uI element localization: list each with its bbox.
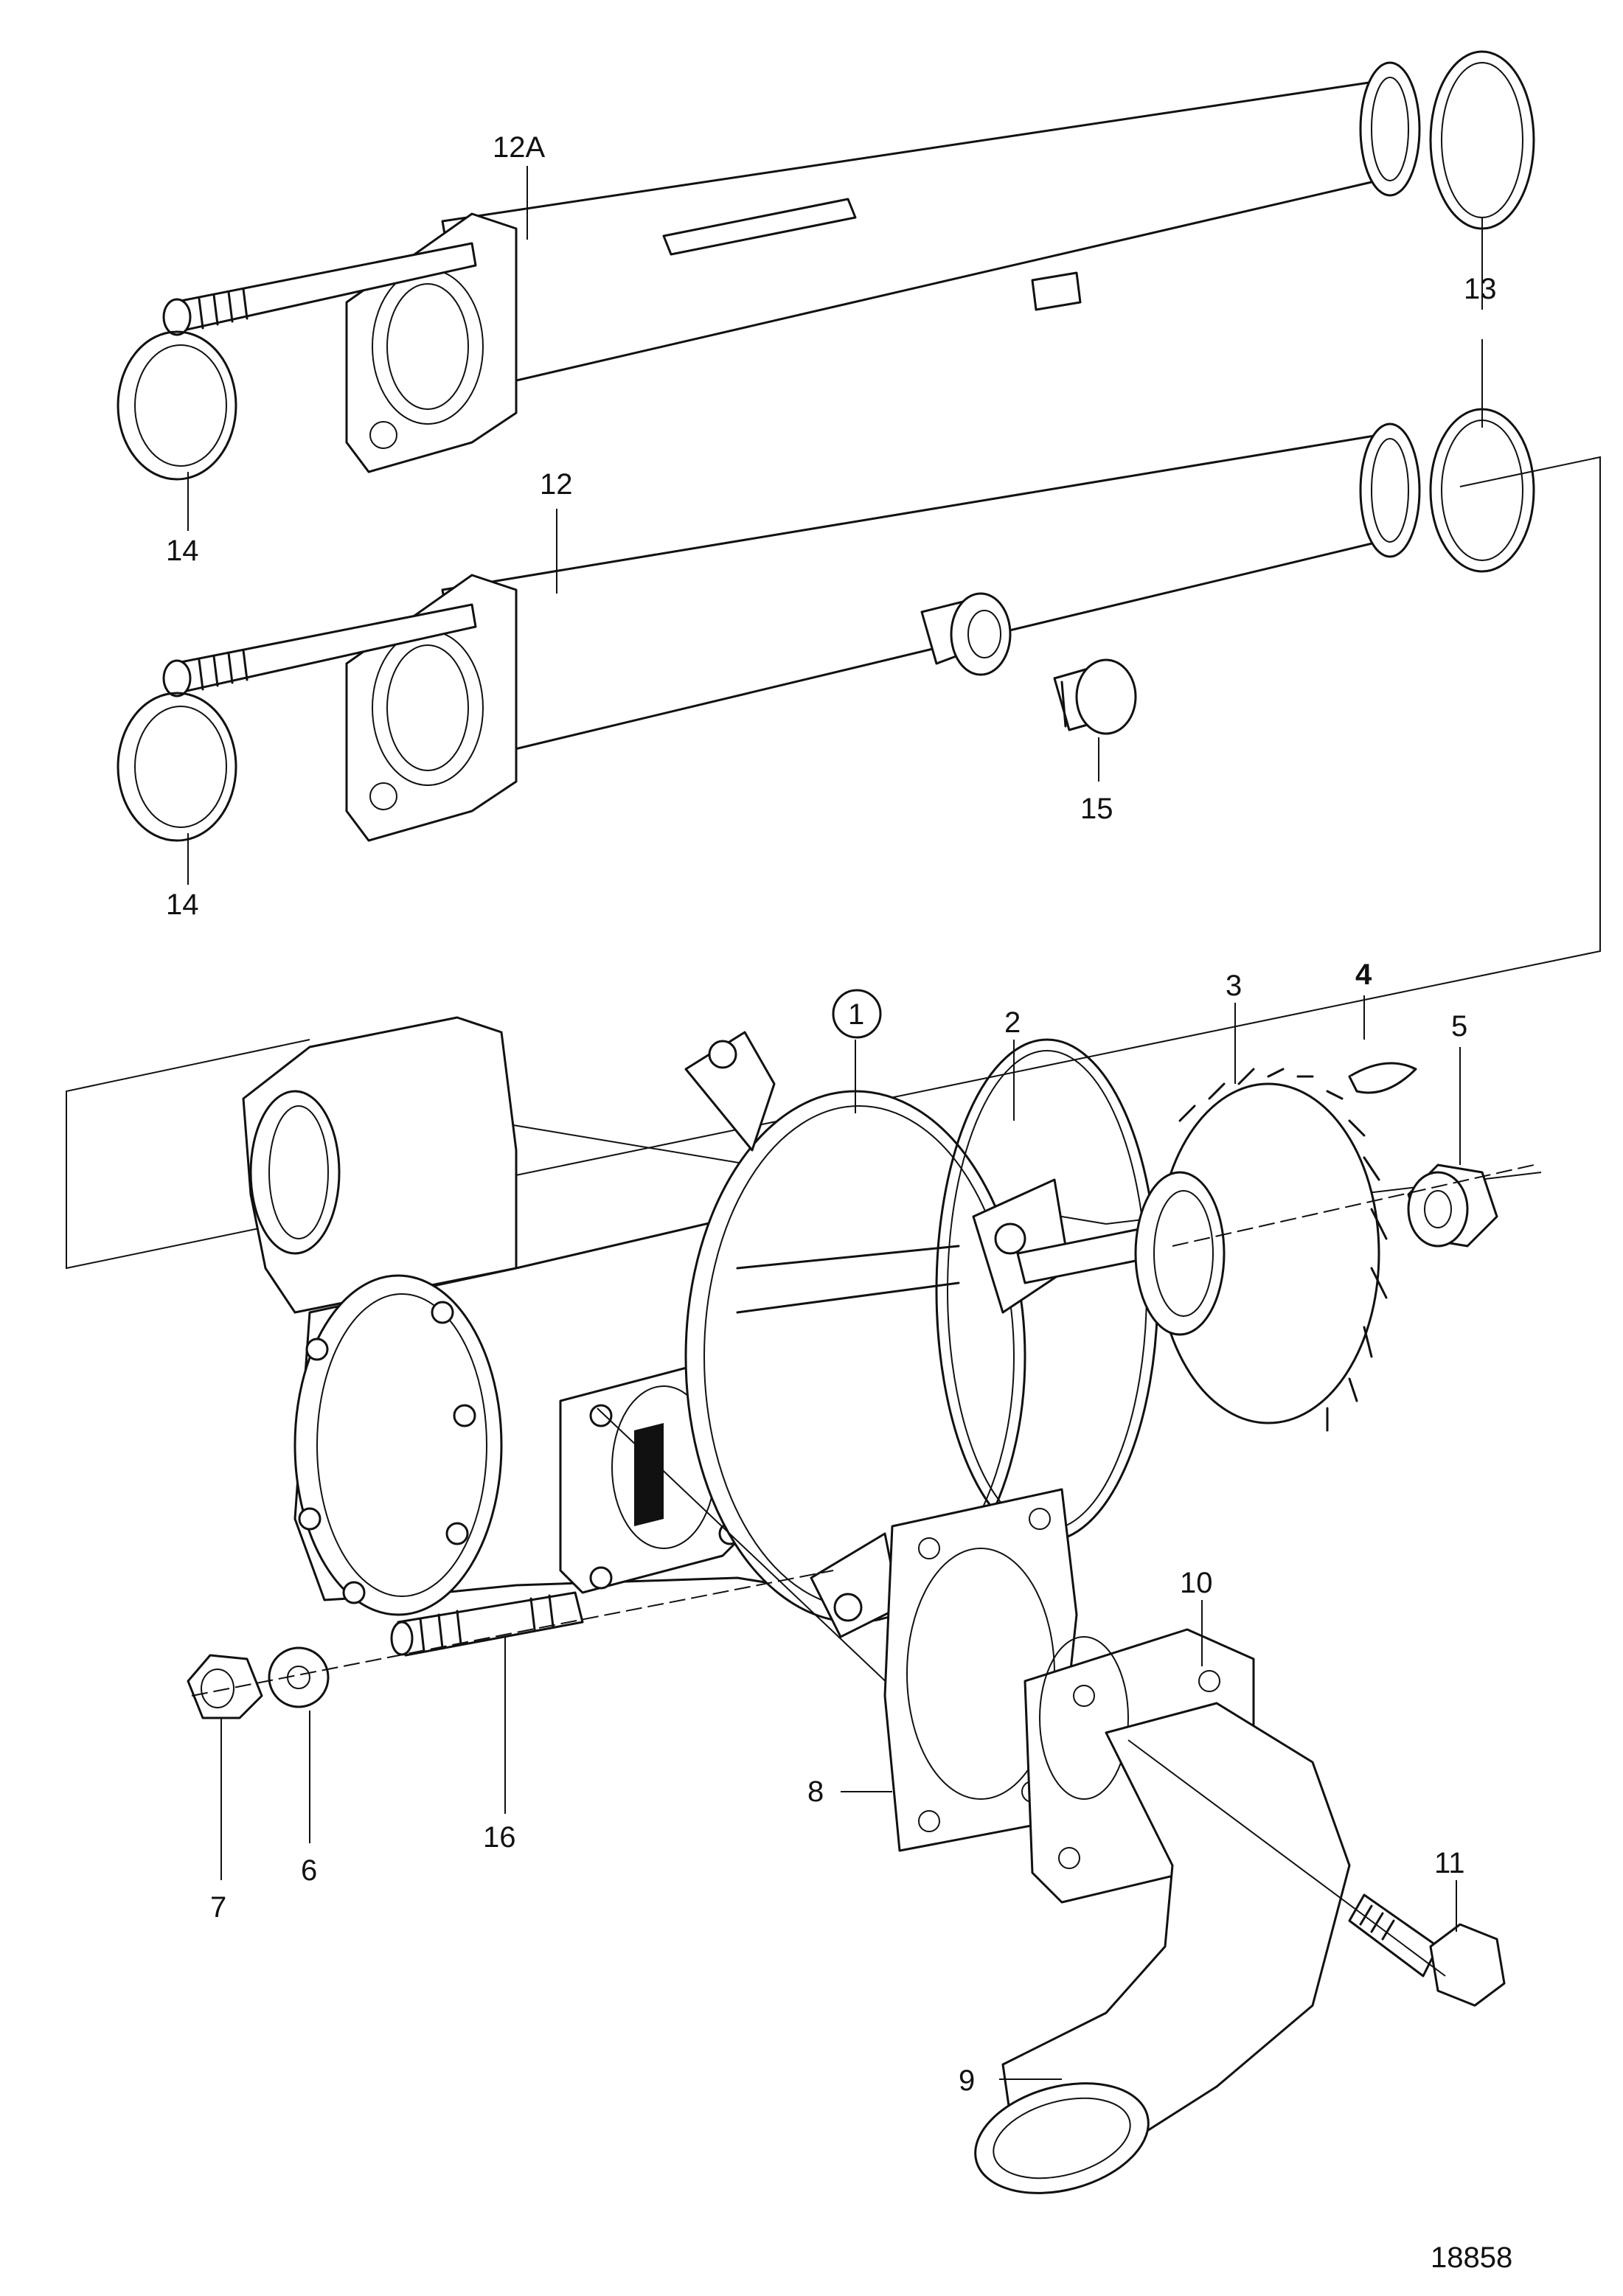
nut-5 bbox=[1407, 1163, 1498, 1248]
nut-7 bbox=[187, 1654, 263, 1719]
ring-14-upper bbox=[117, 330, 237, 481]
callout-15: 15 bbox=[1080, 793, 1113, 825]
gear-3 bbox=[1134, 1068, 1388, 1432]
callout-14-upper: 14 bbox=[166, 535, 199, 567]
ring-14-lower bbox=[117, 692, 237, 842]
callout-12A: 12A bbox=[493, 131, 545, 164]
shaft-axis-line bbox=[1172, 1164, 1535, 1247]
leader-lines bbox=[187, 166, 1483, 2080]
callout-14-lower: 14 bbox=[166, 888, 199, 921]
callout-12: 12 bbox=[540, 468, 573, 501]
callout-1: 1 bbox=[848, 998, 864, 1031]
pipe-12 bbox=[162, 422, 1421, 842]
callout-9: 9 bbox=[959, 2064, 975, 2097]
bolt-11 bbox=[1348, 1893, 1506, 2007]
callout-16: 16 bbox=[483, 1821, 516, 1854]
stud-axis-line bbox=[191, 1570, 834, 1697]
callout-13: 13 bbox=[1464, 273, 1497, 305]
ring-13-upper bbox=[1429, 50, 1535, 230]
washer-6 bbox=[268, 1646, 330, 1708]
pipe-12A bbox=[162, 61, 1421, 473]
bolt-axis-line bbox=[1127, 1739, 1446, 1977]
stud-16 bbox=[390, 1591, 584, 1657]
key-4 bbox=[1348, 1062, 1417, 1094]
callout-4: 4 bbox=[1355, 959, 1372, 991]
callout-1-circle bbox=[832, 989, 882, 1039]
callout-10: 10 bbox=[1180, 1567, 1213, 1599]
callout-3: 3 bbox=[1226, 970, 1242, 1002]
elbow-pipe-9 bbox=[974, 1702, 1351, 2194]
callout-2: 2 bbox=[1004, 1006, 1021, 1039]
ring-13-lower bbox=[1429, 408, 1535, 573]
plug-15 bbox=[1053, 658, 1137, 735]
callout-7: 7 bbox=[210, 1891, 226, 1924]
callout-11: 11 bbox=[1434, 1847, 1465, 1879]
callout-8: 8 bbox=[807, 1775, 824, 1808]
figure-number: 18858 bbox=[1431, 2241, 1512, 2274]
callout-5: 5 bbox=[1451, 1010, 1467, 1043]
callout-6: 6 bbox=[301, 1854, 317, 1887]
callout-labels: 12A 13 14 12 15 14 1 2 3 4 5 10 8 16 7 6… bbox=[166, 131, 1512, 2274]
